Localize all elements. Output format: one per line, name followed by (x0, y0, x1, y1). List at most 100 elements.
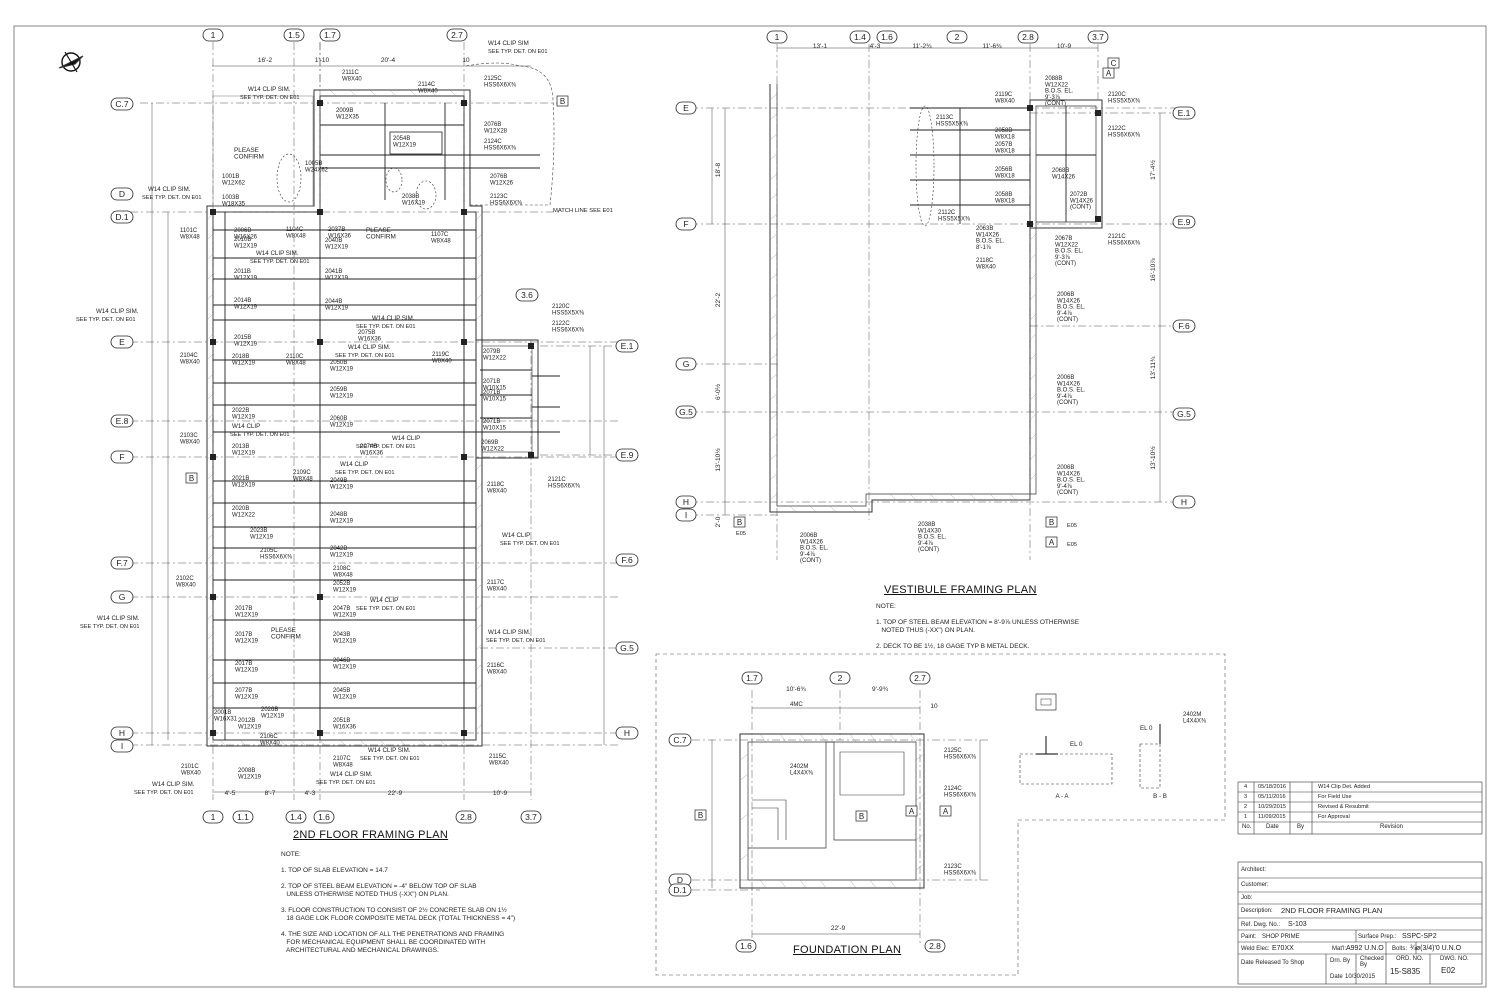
paint-label: Paint: (1241, 934, 1257, 940)
grid-bubble-right-E.1: E.1 (615, 339, 639, 353)
grid-bubble-vest-row-G.5: G.5 (675, 405, 697, 419)
dimension-text: 16'-10⅞ (1150, 258, 1157, 282)
title-block-frame (1237, 781, 1483, 985)
svg-text:F.6: F.6 (621, 555, 633, 565)
svg-text:E.8: E.8 (116, 416, 129, 426)
callout-text: SEE TYP. DET. ON E01 (356, 324, 415, 330)
svg-text:I: I (121, 741, 123, 751)
elevation-label: EL 0 (1140, 725, 1153, 732)
ref-dwg-value: S-103 (1288, 921, 1307, 928)
grid-bubble-bottom-1.1: 1.1 (232, 810, 254, 824)
elevation-label: EL 0 (1070, 741, 1083, 748)
grid-bubble-row-C.7: C.7 (110, 97, 134, 111)
dimension-text: 13'-10½ (714, 448, 722, 472)
bolts-value: ¾ø(3/4)'0 U.N.O (1410, 945, 1462, 952)
revision-date: 05/11/2016 (1258, 794, 1286, 800)
dimension-text: 4'-3 (305, 790, 316, 797)
grid-bubble-row-G: G (110, 590, 134, 604)
svg-text:B: B (698, 811, 703, 820)
grid-bubble-vest-right-E.1: E.1 (1172, 106, 1196, 120)
revision-no: 4 (1244, 784, 1247, 790)
section-tag-a: A (1045, 536, 1058, 548)
callout-text: W14 CLIP (370, 597, 398, 604)
revision-date: 05/18/2016 (1258, 784, 1286, 790)
callout-text: W14 CLIP SIM. (248, 86, 291, 93)
svg-text:C.7: C.7 (673, 735, 687, 745)
dimension-text: 8'-7 (265, 790, 276, 797)
svg-text:A: A (943, 807, 949, 816)
date-label: Date (1330, 974, 1343, 980)
callout-text: SEE TYP. DET. ON E01 (356, 606, 415, 612)
svg-text:D.1: D.1 (673, 885, 687, 895)
callout-text: SEE TYP. DET. ON E01 (230, 432, 289, 438)
match-line-note: MATCH LINE SEE E01 (553, 208, 613, 214)
grid-bubble-right-E.9: E.9 (615, 448, 639, 462)
second-floor-plan (58, 42, 620, 800)
callout-text: SEE TYP. DET. ON E01 (316, 780, 375, 786)
callout-text: SEE TYP. DET. ON E01 (486, 638, 545, 644)
grid-bubble-vest-row-H: H (675, 495, 697, 509)
callout-text: W14 CLIP (340, 461, 368, 468)
callout-text: SEE TYP. DET. ON E01 (335, 470, 394, 476)
svg-text:H: H (1181, 497, 1187, 507)
callout-text: W14 CLIP SIM. (330, 771, 373, 778)
callout-text: SEE TYP. DET. ON E01 (356, 444, 415, 450)
callout-text: W14 CLIP (232, 423, 260, 430)
ord-no-value: 15-S835 (1390, 967, 1421, 976)
section-tag-b: B (556, 95, 569, 107)
callout-text: W14 CLIP SIM. (97, 615, 140, 622)
grid-bubble-bottom-2.8: 2.8 (455, 810, 477, 824)
checked-by-label: Checked By (1360, 956, 1384, 968)
grid-bubble-right-H: H (615, 726, 639, 740)
grid-bubble-row-D: D (110, 187, 134, 201)
description-value: 2ND FLOOR FRAMING PLAN (1281, 906, 1383, 915)
dimension-text: 10'-9 (493, 790, 508, 797)
grid-bubble-top-1: 1 (202, 28, 224, 42)
dwg-no-label: DWG. NO. (1440, 956, 1469, 962)
vestibule-notes: NOTE: 1. TOP OF STEEL BEAM ELEVATION = 8… (876, 603, 1080, 650)
svg-text:E.1: E.1 (621, 341, 634, 351)
svg-text:H: H (119, 728, 125, 738)
svg-text:H: H (683, 497, 689, 507)
member-label: 4MC (790, 702, 803, 708)
dimension-text: 17'-4½ (1149, 160, 1157, 180)
svg-text:2.7: 2.7 (914, 673, 926, 683)
svg-text:3.6: 3.6 (521, 290, 533, 300)
svg-text:A: A (1106, 69, 1112, 78)
svg-text:2.8: 2.8 (1022, 32, 1034, 42)
svg-text:B: B (859, 812, 864, 821)
detail-ref: E05 (1067, 523, 1077, 529)
section-tag-c: C (1107, 57, 1120, 69)
svg-text:F: F (119, 452, 124, 462)
svg-text:F.6: F.6 (1178, 321, 1190, 331)
svg-text:2.8: 2.8 (929, 941, 941, 951)
section-tag-a: A (905, 805, 918, 817)
grid-bubble-top-1.7: 1.7 (319, 28, 341, 42)
grid-bubble-top-2.7: 2.7 (446, 28, 468, 42)
rev-header-revision: Revision (1380, 824, 1404, 830)
callout-text: SEE TYP. DET. ON E01 (250, 259, 309, 265)
